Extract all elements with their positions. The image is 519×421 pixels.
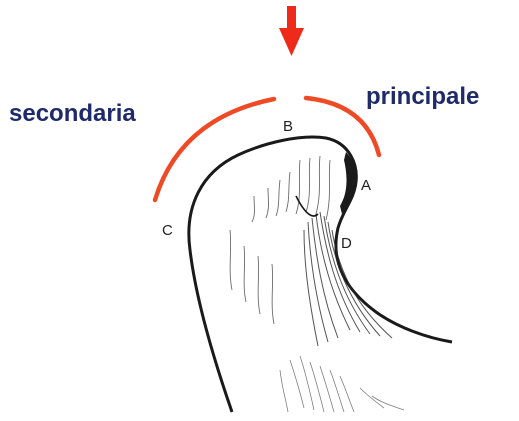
down-arrow-icon	[279, 6, 304, 56]
point-label-b: B	[283, 118, 293, 135]
point-label-d: D	[341, 235, 352, 252]
femur-drawing	[189, 137, 452, 412]
secondary-arc	[155, 99, 274, 200]
point-label-c: C	[162, 222, 173, 239]
principal-label: principale	[366, 83, 479, 110]
secondary-label: secondaria	[9, 100, 136, 127]
point-label-a: A	[361, 177, 371, 194]
